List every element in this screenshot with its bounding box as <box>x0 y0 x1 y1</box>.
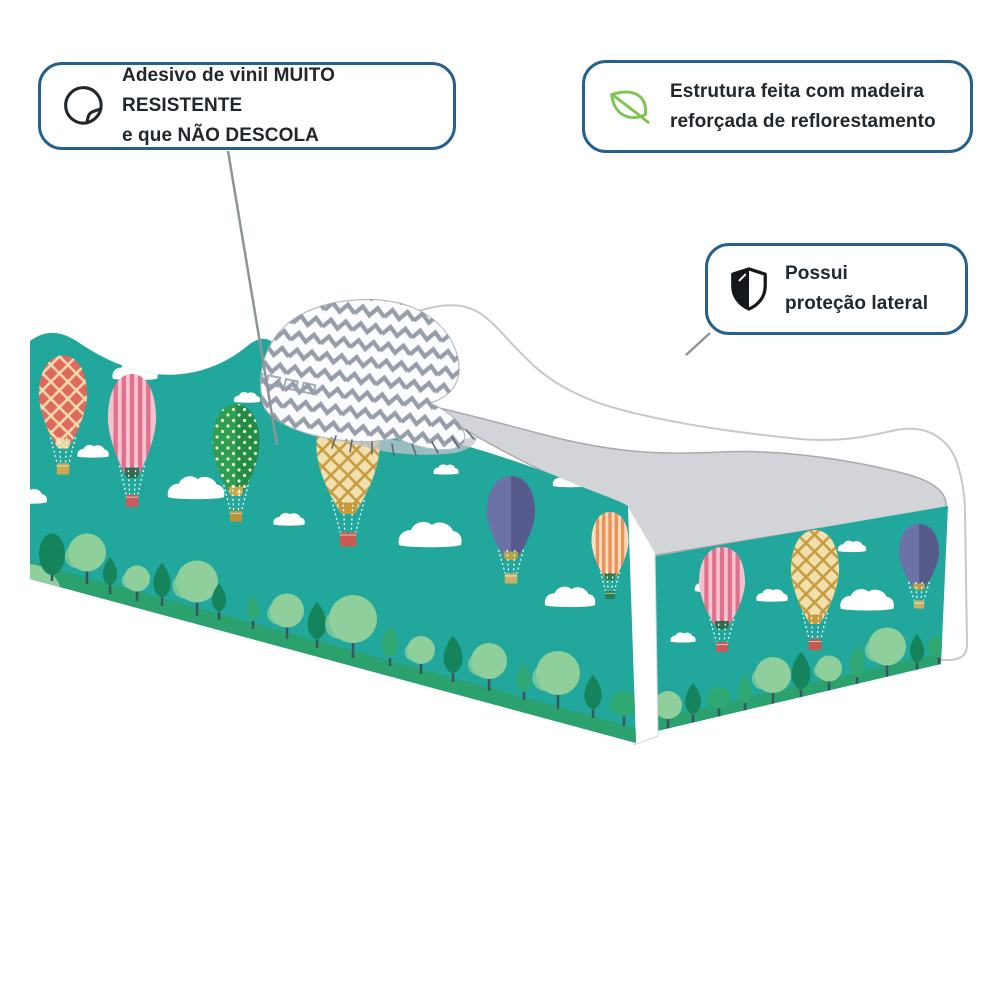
tree <box>39 533 65 581</box>
cloud <box>544 586 596 607</box>
tree <box>467 643 507 691</box>
cloud <box>167 476 225 500</box>
callout-vinyl-line2: e que NÃO DESCOLA <box>122 125 319 146</box>
cloud <box>233 392 261 403</box>
tree <box>813 655 842 691</box>
tree <box>64 533 106 584</box>
tree <box>102 557 118 594</box>
cloud <box>756 588 788 602</box>
tree <box>864 627 906 678</box>
hot-air-balloon <box>107 374 157 508</box>
tree <box>443 635 463 682</box>
front-panel <box>30 332 636 743</box>
callout-wood-line1: Estrutura feita com madeira <box>670 80 925 102</box>
footboard-artwork <box>651 524 948 732</box>
tree <box>849 645 865 685</box>
callout-wood-structure: Estrutura feita com madeira reforçada de… <box>582 60 973 153</box>
tree <box>685 683 701 723</box>
cloud <box>77 444 109 458</box>
callout-protection-line2: proteção lateral <box>785 293 929 314</box>
leaf-icon <box>605 82 655 132</box>
tree <box>246 595 260 629</box>
cloud <box>273 512 305 526</box>
hot-air-balloon <box>698 547 746 652</box>
tree <box>584 674 602 718</box>
tree <box>153 562 171 606</box>
callout-vinyl-line1: Adesivo de vinil MUITO RESISTENTE <box>122 65 335 116</box>
tree <box>737 674 753 711</box>
cloud <box>840 588 894 611</box>
callout-wood-line2: reforçada de reflorestamento <box>670 110 936 132</box>
cloud <box>837 540 867 553</box>
tree <box>267 593 304 639</box>
hot-air-balloon <box>38 355 88 475</box>
callout-side-protection: Possui proteção lateral <box>705 243 968 335</box>
cloud <box>30 488 47 504</box>
hot-air-balloon <box>790 530 840 651</box>
sticker-icon <box>61 83 107 129</box>
tree <box>121 565 150 601</box>
tree <box>211 583 227 620</box>
tree <box>751 657 791 705</box>
tree <box>706 686 730 717</box>
cloud <box>398 521 462 548</box>
shield-icon <box>728 266 770 312</box>
tree <box>382 626 398 666</box>
tree <box>791 651 811 698</box>
tree <box>404 636 435 674</box>
hot-air-balloon <box>591 512 629 600</box>
tree <box>307 601 327 648</box>
callout-protection-line1: Possui <box>785 263 848 284</box>
leader-line-vinyl <box>226 150 279 446</box>
blanket-fringe <box>331 429 475 457</box>
blanket <box>260 298 475 457</box>
leader-line-protection <box>685 332 711 356</box>
tree <box>324 595 377 658</box>
hot-air-balloon <box>212 404 260 522</box>
cloud <box>670 632 696 643</box>
cloud <box>433 464 459 475</box>
tree <box>516 663 532 700</box>
tree <box>532 651 580 709</box>
front-panel-artwork <box>30 355 636 743</box>
callout-vinyl-sticker: Adesivo de vinil MUITO RESISTENTE e que … <box>38 62 456 150</box>
tree <box>172 560 218 616</box>
tree <box>608 690 636 726</box>
